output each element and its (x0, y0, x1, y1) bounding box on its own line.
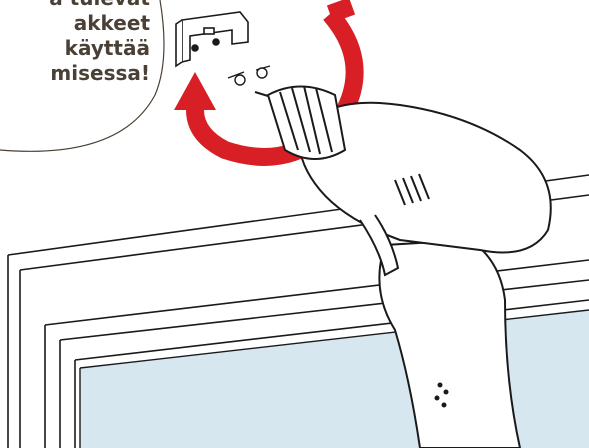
callout-line-4: misessa! (0, 61, 150, 86)
mounting-bracket-icon (176, 12, 248, 66)
drill-bit (255, 92, 268, 96)
callout-line-2: akkeet (0, 11, 150, 36)
screw-icon (228, 66, 270, 85)
callout-line-1: a tulevat (0, 0, 150, 11)
callout-line-3: käyttää (0, 36, 150, 61)
callout-text: a tulevat akkeet käyttää misessa! (0, 0, 150, 86)
